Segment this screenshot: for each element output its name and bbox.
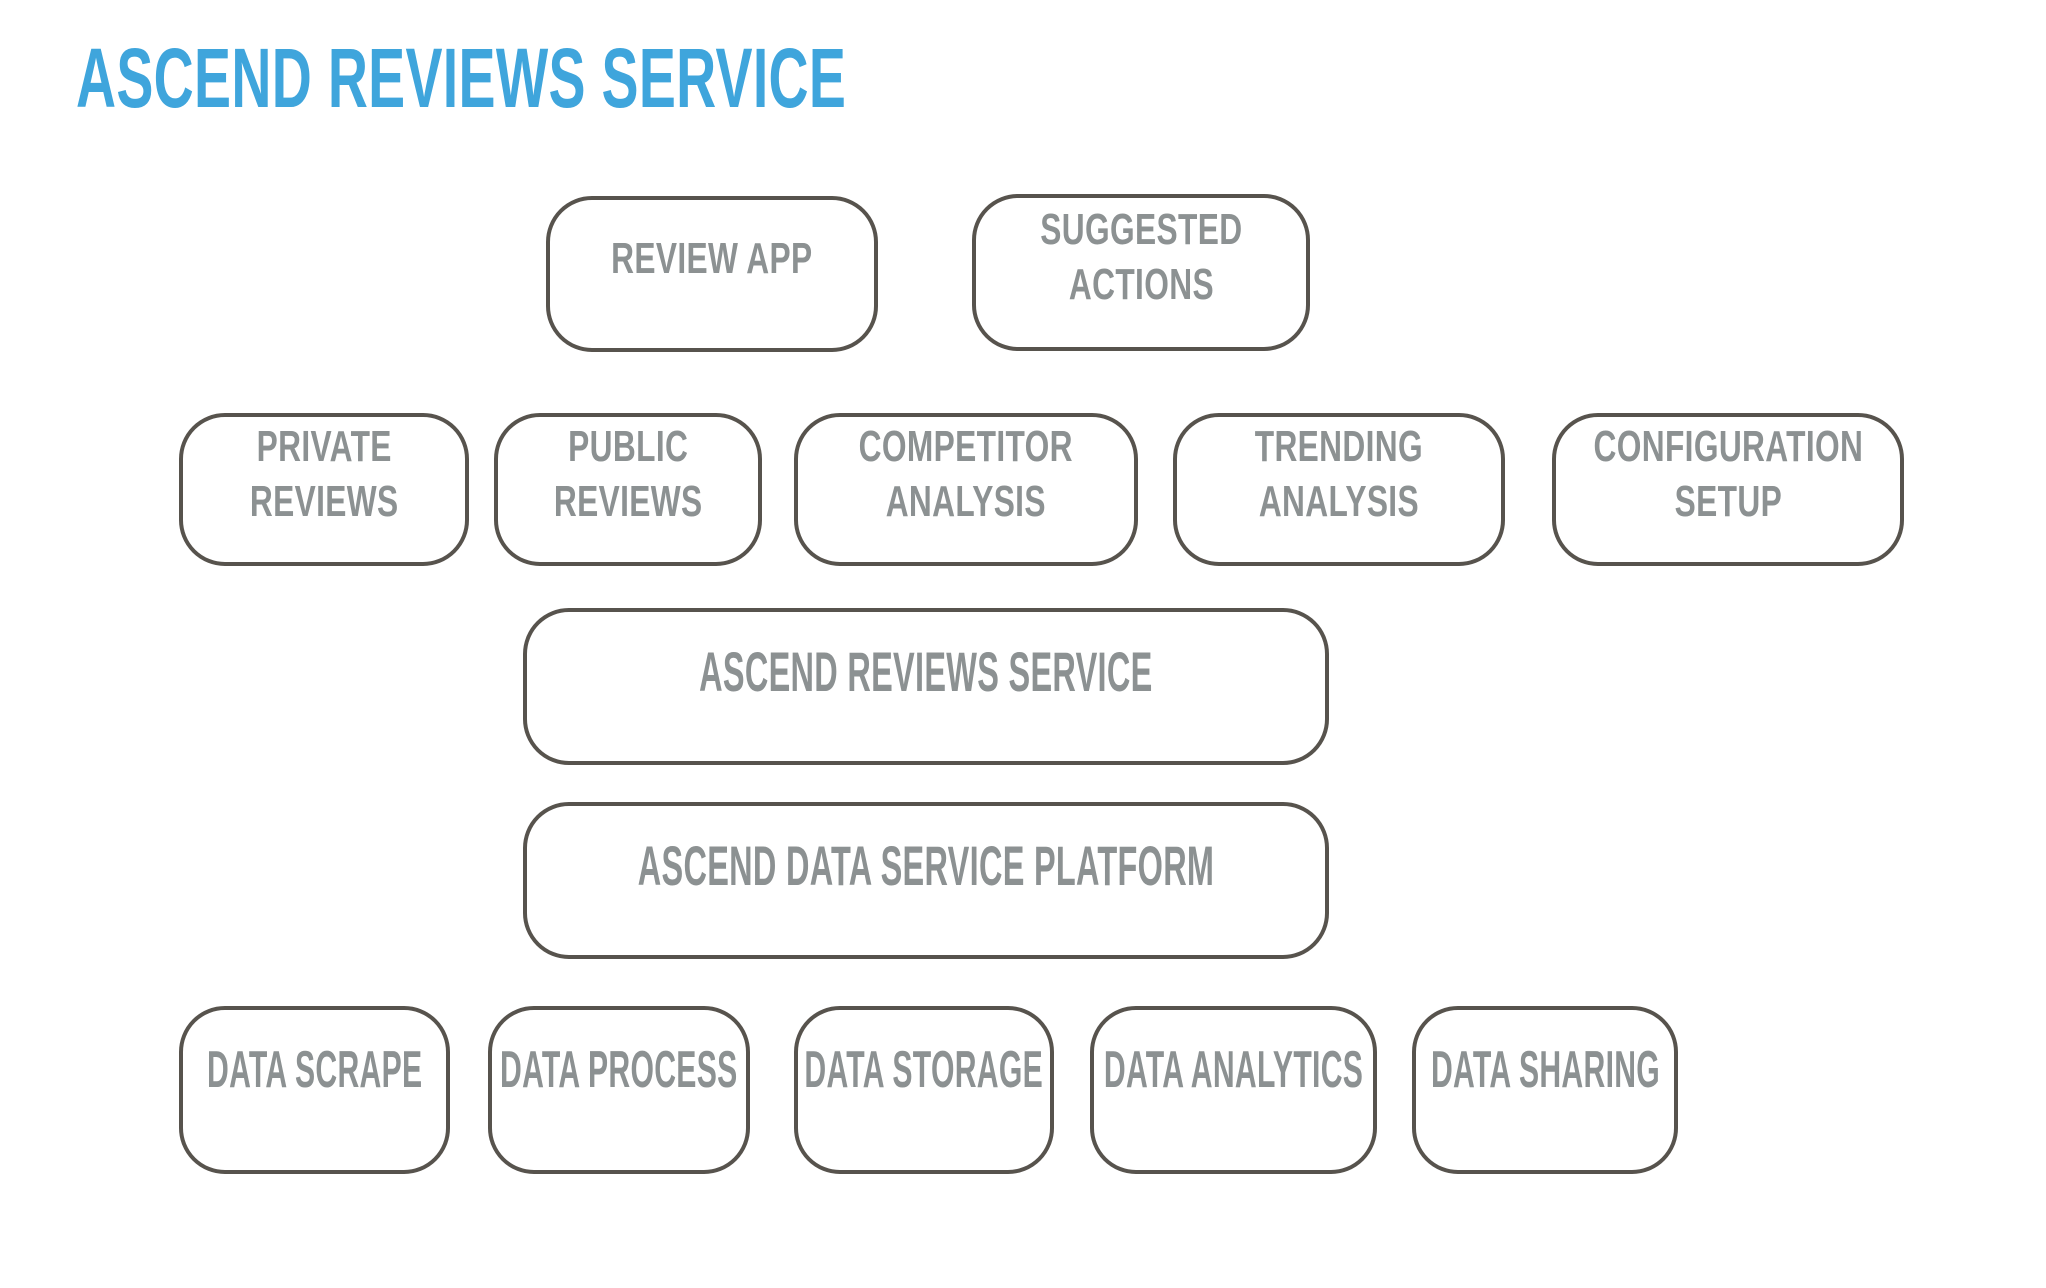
box-data-storage-label: DATA STORAGE: [804, 1040, 1044, 1099]
box-data-scrape-label: DATA SCRAPE: [206, 1040, 423, 1099]
box-data-analytics: DATA ANALYTICS: [1090, 1006, 1377, 1174]
box-ascend-reviews-service: ASCEND REVIEWS SERVICE: [523, 608, 1329, 765]
box-data-storage: DATA STORAGE: [794, 1006, 1054, 1174]
box-data-analytics-label: DATA ANALYTICS: [1103, 1040, 1364, 1099]
box-suggested-actions: SUGGESTED ACTIONS: [972, 194, 1310, 351]
box-ascend-reviews-service-label: ASCEND REVIEWS SERVICE: [699, 639, 1153, 703]
box-trending-analysis-label: TRENDING ANALYSIS: [1254, 421, 1424, 526]
box-data-sharing-label: DATA SHARING: [1430, 1040, 1660, 1099]
box-competitor-analysis-label: COMPETITOR ANALYSIS: [858, 421, 1074, 526]
box-ascend-data-service-platform: ASCEND DATA SERVICE PLATFORM: [523, 802, 1329, 959]
box-suggested-actions-label: SUGGESTED ACTIONS: [1039, 204, 1243, 309]
page-title: ASCEND REVIEWS SERVICE: [76, 31, 1243, 125]
page-title-text: ASCEND REVIEWS SERVICE: [76, 31, 847, 125]
box-public-reviews: PUBLIC REVIEWS: [494, 413, 762, 566]
box-data-process: DATA PROCESS: [488, 1006, 750, 1174]
box-data-process-label: DATA PROCESS: [500, 1040, 738, 1099]
box-review-app-label: REVIEW APP: [611, 233, 813, 283]
box-trending-analysis: TRENDING ANALYSIS: [1173, 413, 1505, 566]
box-configuration-setup-label: CONFIGURATION SETUP: [1593, 421, 1863, 526]
box-configuration-setup: CONFIGURATION SETUP: [1552, 413, 1904, 566]
box-public-reviews-label: PUBLIC REVIEWS: [553, 421, 703, 526]
box-data-sharing: DATA SHARING: [1412, 1006, 1678, 1174]
box-data-scrape: DATA SCRAPE: [179, 1006, 450, 1174]
box-private-reviews-label: PRIVATE REVIEWS: [249, 421, 399, 526]
box-ascend-data-service-platform-label: ASCEND DATA SERVICE PLATFORM: [637, 833, 1215, 897]
box-competitor-analysis: COMPETITOR ANALYSIS: [794, 413, 1138, 566]
box-private-reviews: PRIVATE REVIEWS: [179, 413, 469, 566]
box-review-app: REVIEW APP: [546, 196, 878, 352]
